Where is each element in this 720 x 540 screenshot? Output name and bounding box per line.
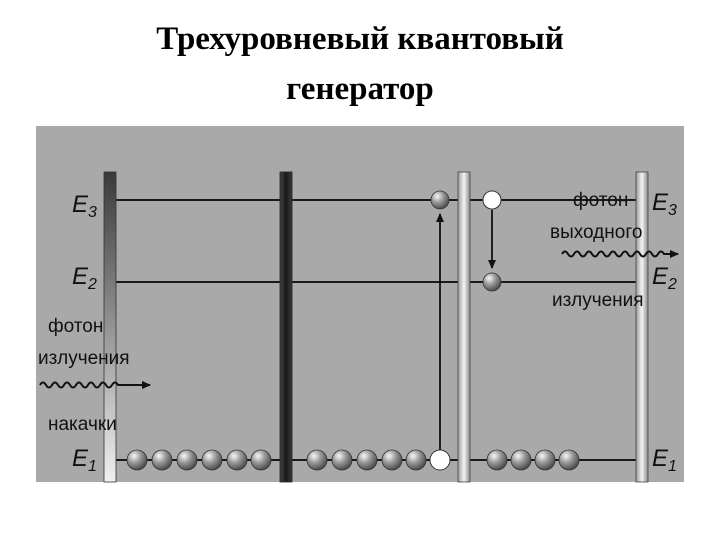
atom-e1 [151,449,173,471]
level-label-e1-left: E1 [72,445,97,475]
atom-e1-vacancy [429,449,451,471]
slide-title: Трехуровневый квантовый генератор [0,14,720,114]
level-label-e3-left: E3 [72,191,97,221]
level-label-e1-right: E1 [652,445,677,475]
output-photon-label-line1: фотон [573,190,628,211]
atom-e3-empty [482,190,502,210]
atom-e1 [250,449,272,471]
pump-photon-wave [39,381,151,389]
atom-e2-metastable [482,272,502,292]
level-label-e2-left: E2 [72,263,97,293]
ground-atoms-section-2 [306,449,451,471]
atom-e1 [486,449,508,471]
level-label-e3-right: E3 [652,189,677,219]
atom-e1 [356,449,378,471]
atom-e3-excited [430,190,450,210]
atom-e1 [226,449,248,471]
atom-e1 [558,449,580,471]
atom-e1 [510,449,532,471]
slide-title-line2: генератор [286,71,434,107]
pump-photon-label-line2: излучения [38,348,130,369]
atom-e1 [201,449,223,471]
atom-e1 [331,449,353,471]
output-photon-label-line2: выходного [550,222,642,243]
separator-bar-1 [103,171,117,483]
output-photon-wave [561,250,679,258]
separator-bar-3 [457,171,471,483]
level-label-e2-right: E2 [652,263,677,293]
atom-e1 [176,449,198,471]
slide-title-line1: Трехуровневый квантовый [156,21,564,57]
ground-atoms-section-1 [126,449,272,471]
output-photon-label-line3: излучения [552,290,644,311]
separator-bar-4 [635,171,649,483]
atom-e1 [405,449,427,471]
atom-e1 [534,449,556,471]
pump-photon-label-line1: фотон [48,316,103,337]
diagram-background [36,126,684,482]
pump-photon-label-line3: накачки [48,414,117,435]
separator-bar-2 [279,171,293,483]
ground-atoms-section-3 [486,449,580,471]
atom-e1 [306,449,328,471]
atom-e1 [381,449,403,471]
atom-e1 [126,449,148,471]
